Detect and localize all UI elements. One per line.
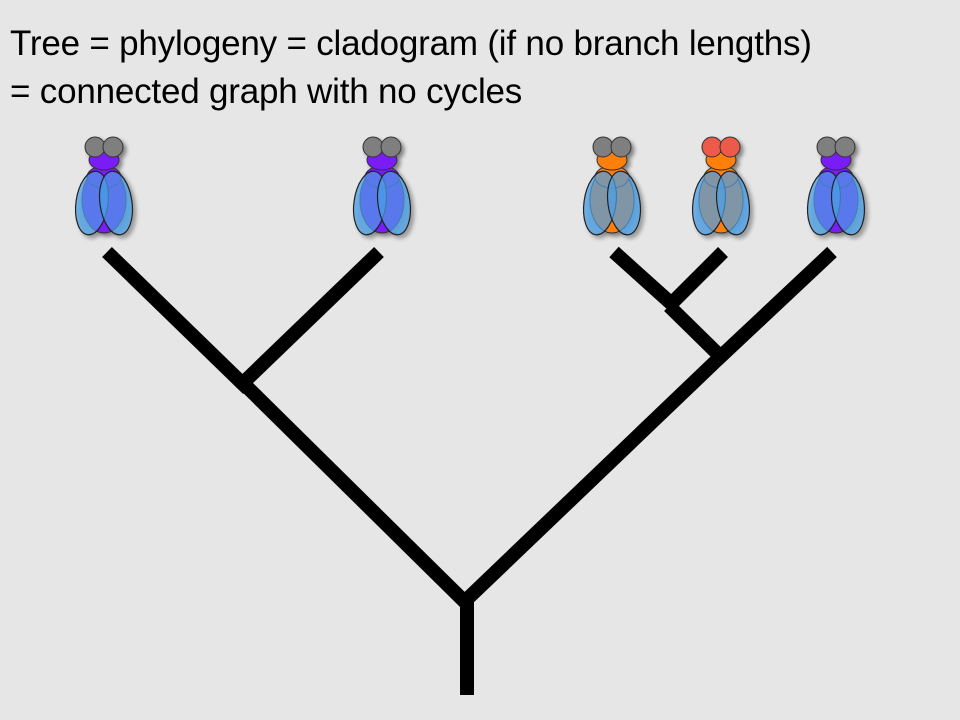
branch-leaf-5 [712, 246, 837, 366]
branch-leaf-2 [238, 246, 384, 389]
fly-icon [691, 136, 751, 236]
fly-leaves [74, 136, 866, 236]
branch-leaf-1 [102, 246, 253, 395]
title-line-2: = connected graph with no cycles [10, 72, 523, 111]
branch-clade-left [238, 378, 474, 611]
branch-leaf-3 [609, 246, 679, 312]
branch-clade-right [457, 354, 722, 610]
branch-orange-clade [664, 301, 727, 363]
title-line-1: Tree = phylogeny = cladogram (if no bran… [10, 24, 812, 63]
tree-branches [102, 246, 837, 695]
branch-leaf-4 [664, 247, 728, 311]
fly-icon [74, 136, 134, 236]
fly-icon [806, 136, 866, 236]
fly-icon [352, 136, 412, 236]
fly-icon [582, 136, 642, 236]
slide-title: Tree = phylogeny = cladogram (if no bran… [10, 20, 955, 116]
